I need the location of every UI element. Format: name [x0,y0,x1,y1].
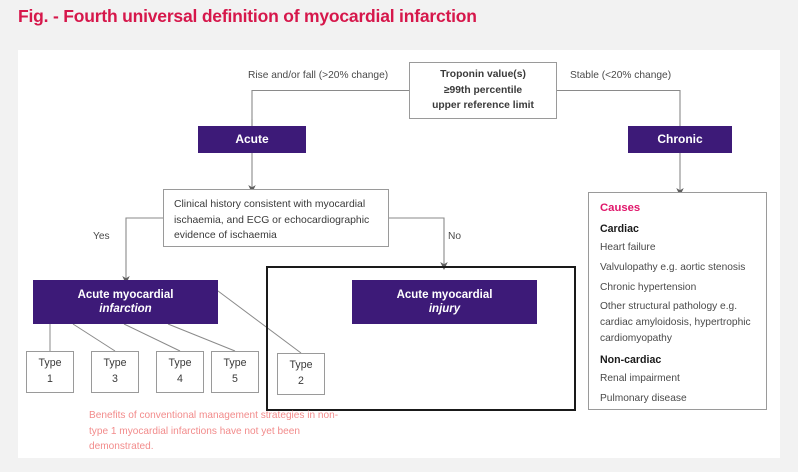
type-label: Type [223,357,247,370]
type-box-1: Type 1 [26,351,74,393]
type-number: 2 [298,375,304,387]
acute-myocardial-infarction-node: Acute myocardial infarction [33,280,218,324]
type-label: Type [289,359,313,372]
type-number: 4 [177,373,183,385]
page-title: Fig. - Fourth universal definition of my… [18,6,477,26]
type-box-2: Type 2 [277,353,325,395]
type-box-4: Type 4 [156,351,204,393]
footnote-text: Benefits of conventional management stra… [89,410,339,453]
troponin-line-2: ≥99th percentile [443,84,523,96]
cardiac-item: Other structural pathology e.g. cardiac … [600,301,751,345]
edge-label-rise-fall: Rise and/or fall (>20% change) [248,70,389,81]
type-label: Type [103,357,127,370]
cardiac-item: Chronic hypertension [600,281,697,293]
ami-line-1: Acute myocardial [77,288,174,301]
causes-heading: Causes [600,202,641,214]
clinical-history-box: Clinical history consistent with myocard… [163,189,389,247]
chronic-node: Chronic [628,126,732,153]
type-number: 3 [112,373,118,385]
troponin-criteria-box: Troponin value(s) ≥99th percentile upper… [409,62,557,119]
noncardiac-item: Renal impairment [600,372,680,384]
acute-injury-group-container [266,266,576,411]
type-label: Type [168,357,192,370]
injury-line-1: Acute myocardial [396,288,493,301]
causes-panel: Causes Cardiac Heart failure Valvulopath… [588,192,767,410]
noncardiac-item: Pulmonary disease [600,392,687,404]
type-box-3: Type 3 [91,351,139,393]
type-label: Type [38,357,62,370]
cardiac-item: Valvulopathy e.g. aortic stenosis [600,261,746,273]
noncardiac-heading: Non-cardiac [600,353,662,366]
type-box-5: Type 5 [211,351,259,393]
troponin-line-3: upper reference limit [432,100,534,112]
acute-myocardial-injury-node: Acute myocardial injury [352,280,537,324]
acute-node: Acute [198,126,306,153]
cardiac-heading: Cardiac [600,223,639,235]
edge-label-no: No [448,231,462,242]
type-number: 1 [47,373,53,385]
type-number: 5 [232,373,238,385]
ami-line-2: infarction [99,303,152,315]
edge-label-stable: Stable (<20% change) [570,70,672,81]
cardiac-item: Heart failure [600,242,656,253]
injury-line-2: injury [428,303,461,315]
edge-label-yes: Yes [93,231,110,242]
troponin-line-1: Troponin value(s) [440,69,526,81]
